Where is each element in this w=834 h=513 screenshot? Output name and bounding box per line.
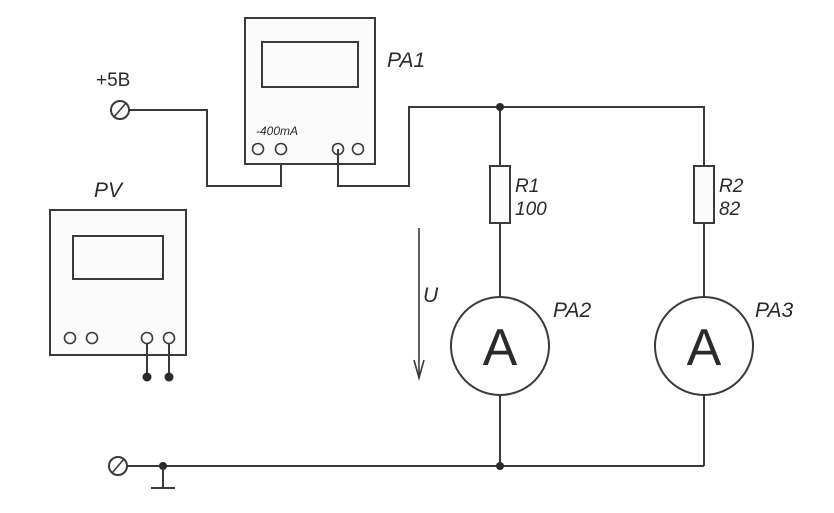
resistor-r2 (693, 165, 715, 224)
pa1-terminal-1 (251, 142, 265, 156)
pv-terminal-1 (63, 331, 77, 345)
pa1-range: -400mA (256, 124, 298, 138)
pa1-label: PA1 (387, 49, 425, 72)
junction-bottom (496, 462, 504, 470)
pv-label: PV (94, 179, 124, 202)
r1-name: R1 (515, 176, 539, 197)
ground-symbol (151, 466, 175, 489)
voltage-arrow (413, 228, 425, 381)
pa3-label: PA3 (755, 299, 793, 322)
ground-terminal (108, 456, 128, 476)
r2-value: 82 (719, 199, 741, 220)
pv-probe-2 (164, 372, 174, 382)
pa1-terminal-2 (274, 142, 288, 156)
pv-meter (49, 209, 187, 356)
supply-terminal (110, 100, 130, 120)
pv-terminal-2 (85, 331, 99, 345)
pv-probe-1 (142, 372, 152, 382)
r1-value: 100 (515, 199, 547, 220)
pa1-display (261, 41, 359, 88)
pv-display (72, 235, 164, 280)
supply-label: +5В (96, 70, 130, 91)
resistor-r1 (489, 165, 511, 224)
pa2-symbol: A (483, 319, 518, 377)
wire-pa1-to-bus (337, 106, 705, 187)
wire-supply-to-pa1 (129, 109, 282, 187)
pa1-meter (244, 17, 376, 165)
pa2-label: PA2 (553, 299, 591, 322)
pa1-terminal-4 (351, 142, 365, 156)
r2-name: R2 (719, 176, 744, 197)
pa3-symbol: A (687, 319, 722, 377)
junction-top (496, 103, 504, 111)
voltage-label: U (423, 284, 439, 307)
